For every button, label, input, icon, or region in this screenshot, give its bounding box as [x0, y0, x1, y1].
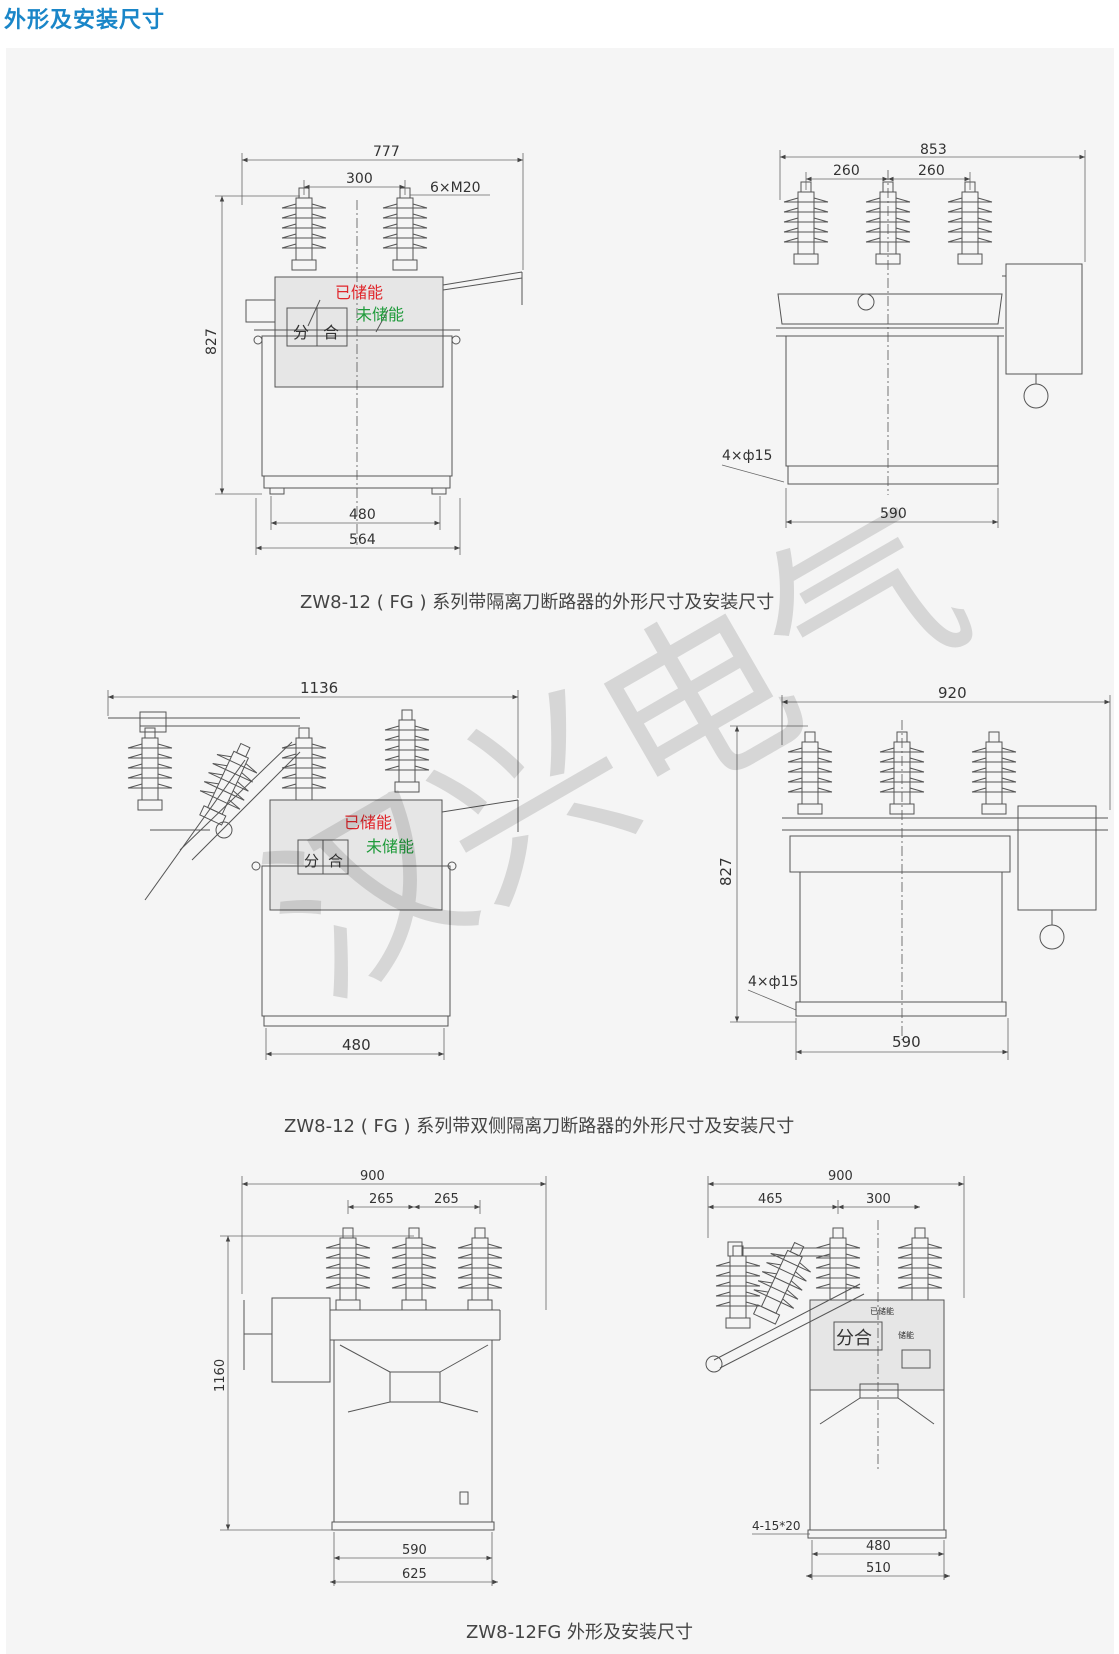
fig1-height-dim: 827 [204, 328, 220, 355]
fig1-base1-dim: 480 [349, 507, 376, 523]
fig1-side-s1-dim: 260 [833, 163, 860, 179]
section-heading: 外形及安装尺寸 [4, 8, 166, 33]
fig1-unstored-label: 未储能 [356, 305, 404, 324]
fig2-close-label: 合 [328, 852, 343, 870]
fig1-side-base-dim: 590 [880, 506, 907, 522]
figure2-front-view: 分 合 已储能 未储能 1136 480 [107, 679, 519, 1060]
fig1-front-top-dim: 777 [373, 144, 400, 160]
fig3-front-base2-dim: 625 [402, 1567, 427, 1582]
fig1-open-label: 分 [293, 323, 309, 342]
figure1-caption: ZW8-12 ( FG ) 系列带隔离刀断路器的外形尺寸及安装尺寸 [300, 592, 774, 613]
fig3-front-top-dim: 900 [360, 1169, 385, 1184]
fig1-front-spacing-dim: 300 [346, 171, 373, 187]
watermark-logo: 汉兴电气 [232, 468, 1001, 1039]
fig1-close-label: 合 [323, 323, 339, 342]
fig3-front-s2-dim: 265 [434, 1192, 459, 1207]
figure2-side-view: 920 827 4×ф15 590 [717, 684, 1111, 1060]
fig3-side-s2-dim: 300 [866, 1192, 891, 1207]
figure3-side-view: 分合 已储能 储能 900 465 300 4-15*20 480 510 [705, 1169, 965, 1580]
figure3-caption: ZW8-12FG 外形及安装尺寸 [466, 1622, 693, 1643]
fig1-side-s2-dim: 260 [918, 163, 945, 179]
fig2-stored-label: 已储能 [344, 813, 392, 832]
figure3-front-view: 900 265 265 1160 590 625 [213, 1169, 547, 1586]
fig2-front-base-dim: 480 [342, 1036, 371, 1054]
fig3-side-base1-dim: 480 [866, 1539, 891, 1554]
fig3-stored-label: 已储能 [870, 1306, 894, 1316]
figure2-caption: ZW8-12 ( FG ) 系列带双侧隔离刀断路器的外形尺寸及安装尺寸 [284, 1116, 794, 1137]
fig3-panel-label: 分合 [836, 1328, 872, 1349]
fig3-unstored-label: 储能 [898, 1330, 914, 1340]
svg-text:汉兴电气: 汉兴电气 [232, 468, 1001, 1039]
fig2-side-base-dim: 590 [892, 1033, 921, 1051]
fig1-side-top-dim: 853 [920, 142, 947, 158]
fig3-side-top-dim: 900 [828, 1169, 853, 1184]
fig2-side-top-dim: 920 [938, 684, 967, 702]
fig3-front-base1-dim: 590 [402, 1543, 427, 1558]
fig2-side-holes-dim: 4×ф15 [748, 974, 798, 990]
fig1-bolt-dim: 6×M20 [430, 180, 481, 196]
fig1-side-holes-dim: 4×ф15 [722, 448, 772, 464]
figure1-front-view: 分 合 已储能 未储能 777 300 6×M20 827 480 564 [204, 144, 524, 555]
fig3-front-height-dim: 1160 [213, 1359, 228, 1392]
fig2-unstored-label: 未储能 [366, 837, 414, 856]
fig2-front-top-dim: 1136 [300, 679, 338, 697]
fig1-base2-dim: 564 [349, 532, 376, 548]
figure1-side-view: 853 260 260 4×ф15 590 [721, 142, 1086, 528]
fig3-side-holes-dim: 4-15*20 [752, 1519, 801, 1533]
fig3-side-s1-dim: 465 [758, 1192, 783, 1207]
fig2-open-label: 分 [304, 852, 319, 870]
fig1-stored-label: 已储能 [335, 283, 383, 302]
fig2-side-height-dim: 827 [717, 857, 735, 886]
fig3-side-base2-dim: 510 [866, 1561, 891, 1576]
fig3-front-s1-dim: 265 [369, 1192, 394, 1207]
